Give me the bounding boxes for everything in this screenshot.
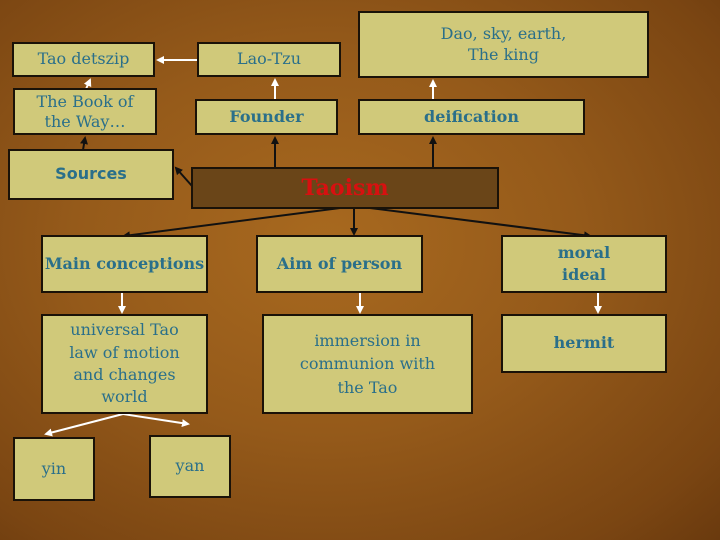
node-label: Founder — [229, 106, 304, 126]
node-label: Aim of person — [276, 253, 403, 273]
node-moral-ideal[interactable]: moral ideal — [501, 235, 667, 293]
node-yin[interactable]: yin — [13, 437, 95, 501]
edge-taoism-sources — [174, 166, 193, 187]
edge-taoism-moral — [369, 207, 592, 240]
node-label: universal Tao law of motion and changes … — [69, 320, 180, 407]
node-yan[interactable]: yan — [149, 435, 231, 498]
node-lao-tzu[interactable]: Lao-Tzu — [197, 42, 341, 77]
edge-taoism-main — [122, 207, 341, 240]
edge-universal-yin — [44, 413, 124, 437]
node-label: hermit — [553, 333, 615, 353]
node-label: Tao detszip — [37, 49, 130, 69]
node-hermit[interactable]: hermit — [501, 314, 667, 373]
node-sources[interactable]: Sources — [8, 149, 174, 200]
node-label: yin — [41, 458, 67, 478]
node-main-conceptions[interactable]: Main conceptions — [41, 235, 208, 293]
node-label: immersion in communion with the Tao — [299, 331, 436, 397]
node-tao-detszip[interactable]: Tao detszip — [12, 42, 155, 77]
node-dao-sky-earth-king[interactable]: Dao, sky, earth, The king — [358, 11, 649, 78]
node-taoism[interactable]: Taoism — [191, 167, 499, 209]
node-label: Lao-Tzu — [236, 49, 302, 69]
node-book-of-the-way[interactable]: The Book of the Way… — [13, 88, 157, 135]
node-aim-of-person[interactable]: Aim of person — [256, 235, 423, 293]
node-universal-tao[interactable]: universal Tao law of motion and changes … — [41, 314, 208, 414]
central-title: Taoism — [301, 174, 389, 201]
node-label: Sources — [55, 164, 127, 184]
node-label: Dao, sky, earth, The king — [440, 23, 567, 64]
edge-universal-yan — [122, 413, 190, 428]
node-immersion[interactable]: immersion in communion with the Tao — [262, 314, 473, 414]
node-label: deification — [424, 106, 519, 126]
node-founder[interactable]: Founder — [195, 99, 338, 135]
node-label: moral ideal — [557, 243, 611, 284]
node-label: yan — [175, 456, 205, 476]
node-deification[interactable]: deification — [358, 99, 585, 135]
node-label: Main conceptions — [44, 253, 205, 273]
node-label: The Book of the Way… — [36, 91, 134, 131]
